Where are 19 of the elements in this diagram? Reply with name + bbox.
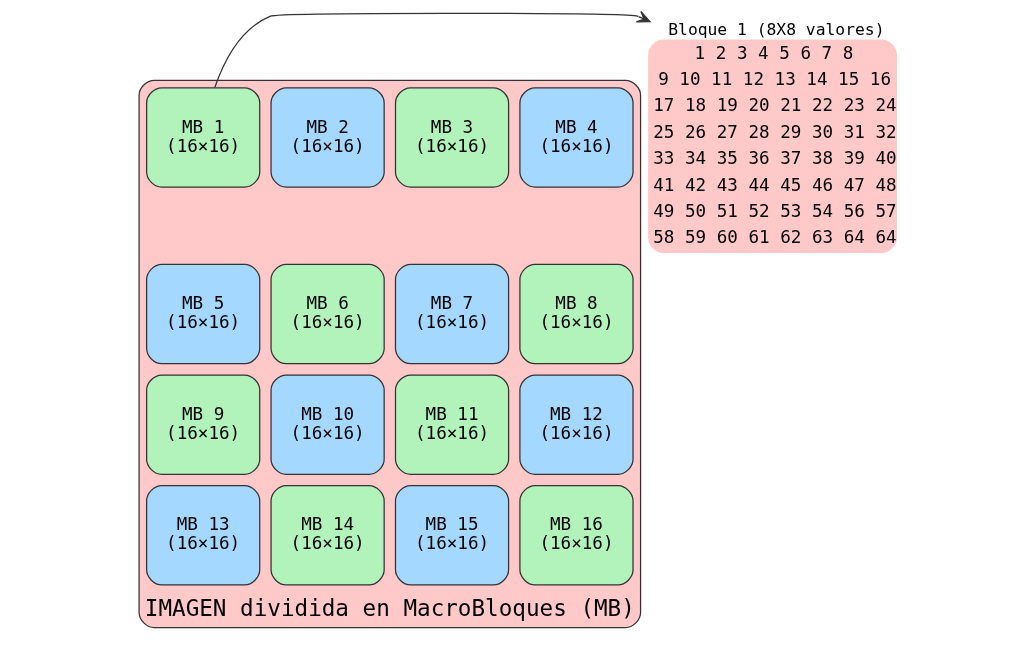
node-box: MB 13 (16×16): [146, 485, 261, 586]
node-box: MB 4 (16×16): [519, 87, 634, 188]
node-box: MB 14 (16×16): [270, 485, 385, 586]
node-label: Bloque 1 (8X8 valores): [668, 19, 885, 39]
node-box: MB 15 (16×16): [394, 485, 510, 586]
node-box: MB 9 (16×16): [146, 374, 261, 475]
node-box: MB 16 (16×16): [519, 485, 634, 586]
node-box: MB 2 (16×16): [270, 87, 385, 188]
node-box: MB 10 (16×16): [270, 374, 385, 475]
node-box: MB 12 (16×16): [519, 374, 634, 475]
arrow: [214, 10, 651, 89]
node-box: MB 6 (16×16): [270, 263, 385, 365]
node-box: MB 1 (16×16): [146, 87, 261, 188]
node-box: MB 5 (16×16): [146, 263, 261, 365]
node-box: MB 7 (16×16): [394, 263, 510, 365]
node-box: MB 3 (16×16): [394, 87, 510, 188]
node-box: MB 8 (16×16): [519, 263, 634, 365]
node-box: 1 2 3 4 5 6 7 8 9 10 11 12 13 14 15 16 17 18 19 20 21 22 23 24 25 26 27 28 29 30 31 32 33 34 35 36 37 38 39 40 41 42 43 44 45 46 47 48 49 50 51 52 53 54 56 57 58 59 60 61 62 63 64 64: [648, 39, 897, 254]
node-box: MB 11 (16×16): [394, 374, 510, 475]
